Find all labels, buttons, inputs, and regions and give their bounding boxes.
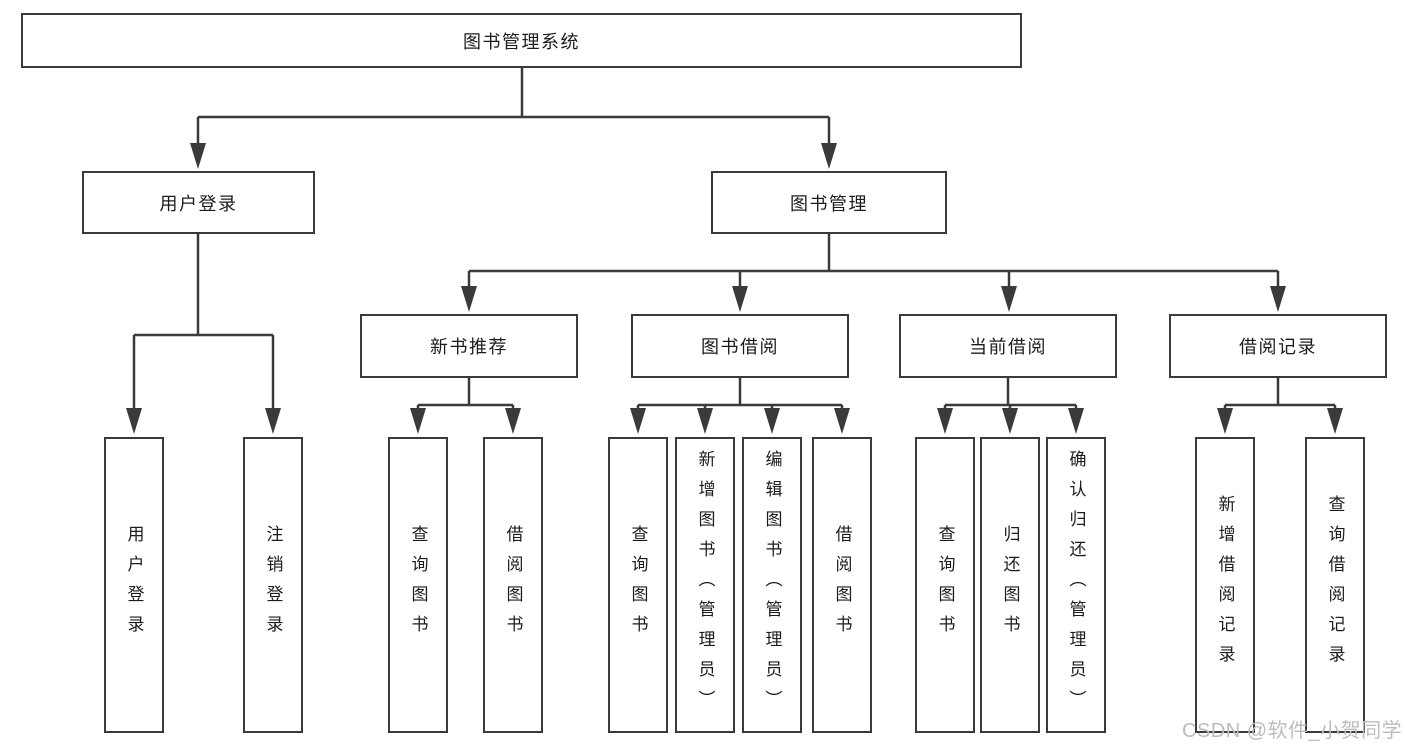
node-borrow-records: 借阅记录 [1169, 314, 1387, 378]
connector-user-login-to-children [126, 234, 281, 434]
node-book-borrow: 图书借阅 [631, 314, 849, 378]
node-return-books: 归还图书 [980, 437, 1040, 733]
connector-book-management-to-level3 [461, 234, 1286, 312]
node-query-books-borrow: 查询图书 [608, 437, 668, 733]
node-query-books-current: 查询图书 [915, 437, 975, 733]
csdn-watermark: CSDN @软件_小贺同学 [1182, 720, 1403, 742]
node-user-login-leaf: 用户登录 [104, 437, 164, 733]
node-query-books-recommend: 查询图书 [388, 437, 448, 733]
node-add-borrow-record: 新增借阅记录 [1195, 437, 1255, 733]
connector-current-borrow-to-children [937, 378, 1084, 434]
node-borrow-books-recommend: 借阅图书 [483, 437, 543, 733]
node-library-system: 图书管理系统 [21, 13, 1022, 68]
node-new-book-recommend: 新书推荐 [360, 314, 578, 378]
leaf-label: 查询借阅记录 [1325, 495, 1345, 675]
leaf-label: 查询图书 [935, 525, 955, 645]
leaf-label: 用户登录 [124, 525, 144, 645]
node-edit-books-admin: 编辑图书（管理员） [742, 437, 802, 733]
node-confirm-return-admin: 确认归还（管理员） [1046, 437, 1106, 733]
node-borrow-books: 借阅图书 [812, 437, 872, 733]
leaf-label: 借阅图书 [832, 525, 852, 645]
node-user-login: 用户登录 [82, 171, 315, 234]
leaf-label: 查询图书 [408, 525, 428, 645]
node-query-borrow-record: 查询借阅记录 [1305, 437, 1365, 733]
leaf-label: 查询图书 [628, 525, 648, 645]
leaf-label: 借阅图书 [503, 525, 523, 645]
node-add-books-admin: 新增图书（管理员） [675, 437, 735, 733]
leaf-label: 编辑图书（管理员） [762, 450, 782, 720]
connector-new-book-recommend-to-children [410, 378, 521, 434]
leaf-label: 确认归还（管理员） [1066, 450, 1086, 720]
node-current-borrow: 当前借阅 [899, 314, 1117, 378]
leaf-label: 归还图书 [1000, 525, 1020, 645]
node-book-management: 图书管理 [711, 171, 947, 234]
leaf-label: 注销登录 [263, 525, 283, 645]
leaf-label: 新增借阅记录 [1215, 495, 1235, 675]
node-logout: 注销登录 [243, 437, 303, 733]
leaf-label: 新增图书（管理员） [695, 450, 715, 720]
connector-borrow-records-to-children [1217, 378, 1343, 434]
connector-book-borrow-to-children [630, 378, 850, 434]
connector-root-to-level2 [190, 68, 837, 169]
